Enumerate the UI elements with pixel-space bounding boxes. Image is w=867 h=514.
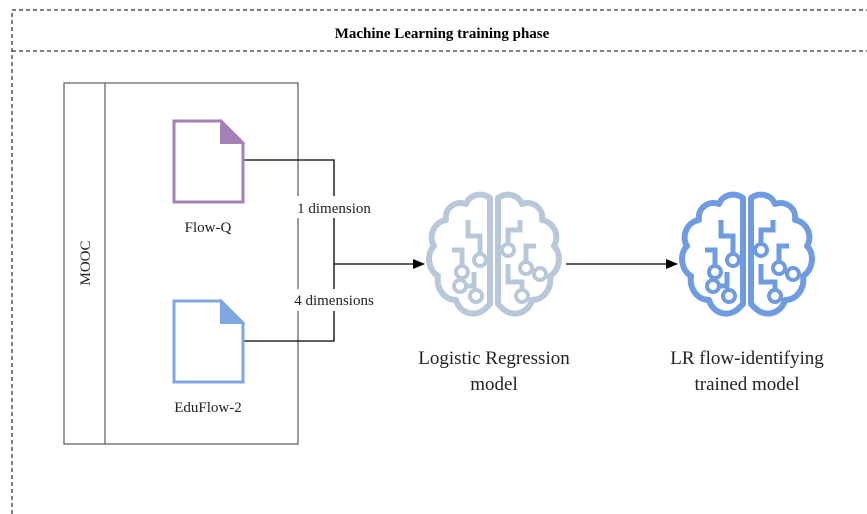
model-label-line2: trained model <box>695 374 800 395</box>
document-label: EduFlow-2 <box>174 400 242 416</box>
edge-label-bg-1 <box>286 196 382 218</box>
edge-flow-q <box>243 159 335 264</box>
document-fold <box>220 298 246 324</box>
trained-model: LR flow-identifying trained model <box>670 195 824 395</box>
mooc-pool: MOOC <box>63 82 299 445</box>
container-title: Machine Learning training phase <box>335 26 550 42</box>
model-label-line2: model <box>470 374 518 395</box>
document-flow-q: Flow-Q <box>172 118 246 236</box>
brain-circuit-icon <box>429 195 559 314</box>
model-label-line1: Logistic Regression <box>418 348 570 369</box>
container-border <box>11 9 867 514</box>
document-fold <box>220 118 246 144</box>
edges: 1 dimension 4 dimensions <box>243 159 678 342</box>
brain-circuit-icon <box>682 195 812 314</box>
model-label-line1: LR flow-identifying <box>670 348 824 369</box>
training-phase-container: Machine Learning training phase <box>11 9 867 514</box>
edge-label-bg-2 <box>282 289 388 311</box>
logistic-regression-model: Logistic Regression model <box>418 195 570 395</box>
document-eduflow-2: EduFlow-2 <box>172 298 246 416</box>
edge-label-1-dimension: 1 dimension <box>297 201 371 217</box>
edge-label-4-dimensions: 4 dimensions <box>294 293 374 309</box>
pool-border <box>63 82 299 445</box>
pool-label: MOOC <box>78 240 94 285</box>
document-label: Flow-Q <box>185 220 232 236</box>
